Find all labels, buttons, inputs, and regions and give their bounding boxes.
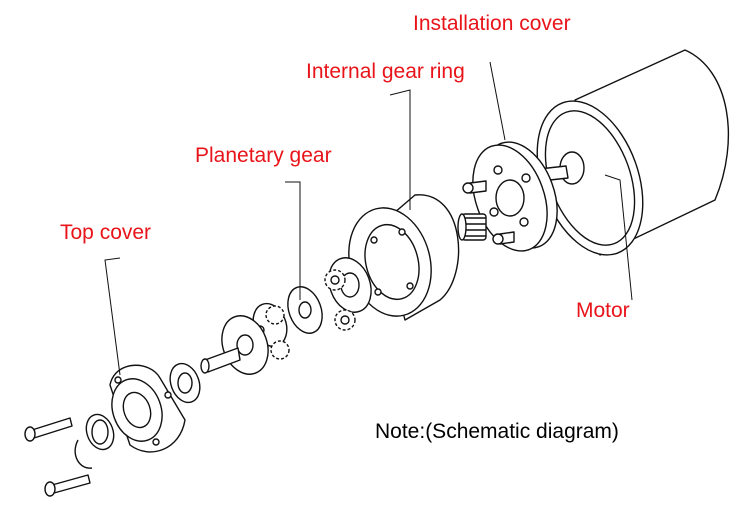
planetary-gear-set (252, 269, 356, 360)
motor-part (525, 49, 730, 256)
leader-internal-gear-ring (389, 89, 411, 210)
leader-planetary-gear (285, 181, 301, 300)
output-shaft-part (200, 315, 269, 375)
label-installation-cover: Installation cover (413, 12, 571, 35)
schematic-note: Note:(Schematic diagram) (375, 420, 619, 443)
leader-motor (604, 174, 633, 301)
label-planetary-gear: Planetary gear (195, 144, 332, 167)
top-cover-part (109, 364, 186, 453)
pinion-gear-part (457, 213, 487, 241)
label-motor: Motor (576, 299, 630, 322)
snap-ring-part (74, 439, 93, 469)
label-top-cover: Top cover (60, 221, 152, 244)
installation-cover-part (462, 141, 558, 252)
label-internal-gear-ring: Internal gear ring (306, 60, 465, 83)
leader-top-cover (104, 257, 121, 376)
screw-part (24, 417, 91, 497)
leader-installation-cover (489, 61, 506, 141)
